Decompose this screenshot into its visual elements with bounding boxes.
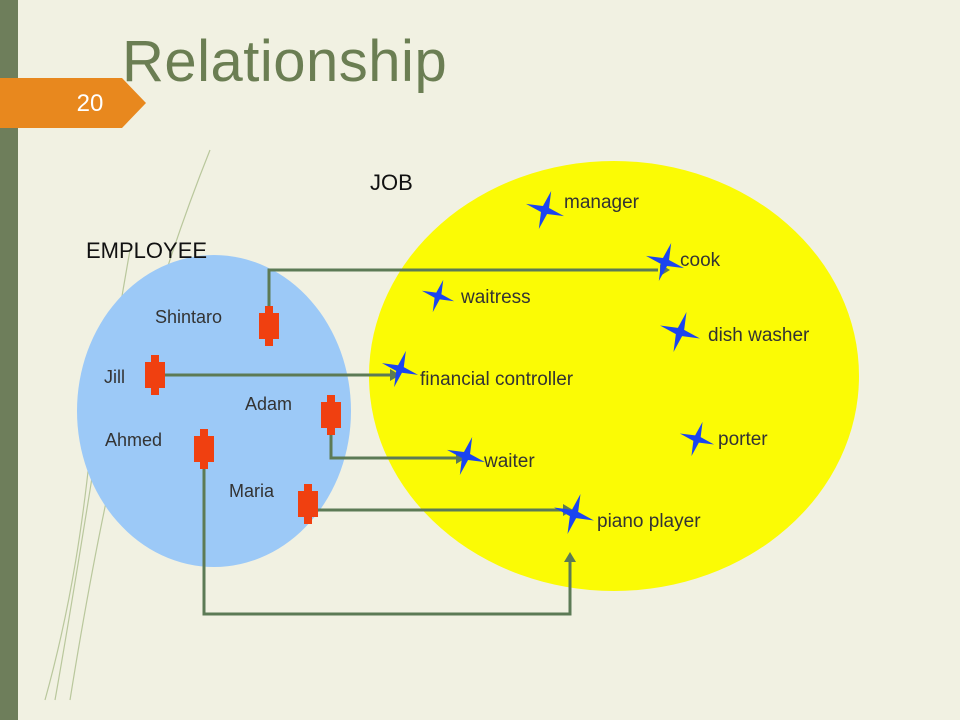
- employee-set-ellipse: [77, 255, 351, 567]
- job-marker-manager: [525, 190, 565, 230]
- page-number-tab: [0, 78, 146, 128]
- job-marker-dish-washer: [660, 312, 700, 352]
- connector-ahmed-piano-player: [202, 466, 572, 616]
- job-marker-porter: [679, 421, 715, 457]
- job-marker-waiter: [446, 436, 486, 476]
- job-label-financial-controller: financial controller: [420, 369, 574, 390]
- job-label-waiter: waiter: [483, 451, 535, 472]
- job-marker-waitress: [421, 279, 455, 313]
- arrowhead-financial-controller: [390, 369, 400, 381]
- connectors: [165, 268, 658, 616]
- employee-marker-adam: [321, 395, 341, 435]
- connector-adam-waiter: [329, 430, 458, 460]
- job-label-dish-washer: dish washer: [708, 325, 810, 346]
- employee-marker-maria: [298, 484, 318, 524]
- job-label-porter: porter: [718, 429, 768, 450]
- job-marker-cook: [645, 242, 685, 282]
- job-marker-financial-controller: [381, 350, 419, 388]
- employee-marker-shintaro: [259, 306, 279, 346]
- job-markers: [381, 190, 715, 534]
- job-label-waitress: waitress: [460, 287, 531, 308]
- page-number: 20: [76, 90, 104, 117]
- job-set-label: JOB: [370, 170, 413, 195]
- employee-marker-ahmed: [194, 429, 214, 469]
- employee-set-label: EMPLOYEE: [86, 238, 207, 263]
- job-label-cook: cook: [680, 250, 721, 271]
- left-accent-bar: [0, 0, 18, 720]
- connector-shintaro-cook: [267, 268, 658, 311]
- employee-markers: [145, 306, 341, 524]
- job-marker-piano-player: [554, 494, 594, 534]
- job-label-piano-player: piano player: [597, 511, 701, 532]
- job-label-manager: manager: [564, 192, 640, 213]
- employee-label-shintaro: Shintaro: [155, 307, 222, 327]
- employee-label-ahmed: Ahmed: [105, 430, 162, 450]
- employee-label-jill: Jill: [104, 367, 125, 387]
- arrowhead-piano-player-ahmed: [564, 552, 576, 562]
- slide-title: Relationship: [122, 29, 448, 94]
- employee-label-adam: Adam: [245, 394, 292, 414]
- employee-label-maria: Maria: [229, 481, 275, 501]
- employee-marker-jill: [145, 355, 165, 395]
